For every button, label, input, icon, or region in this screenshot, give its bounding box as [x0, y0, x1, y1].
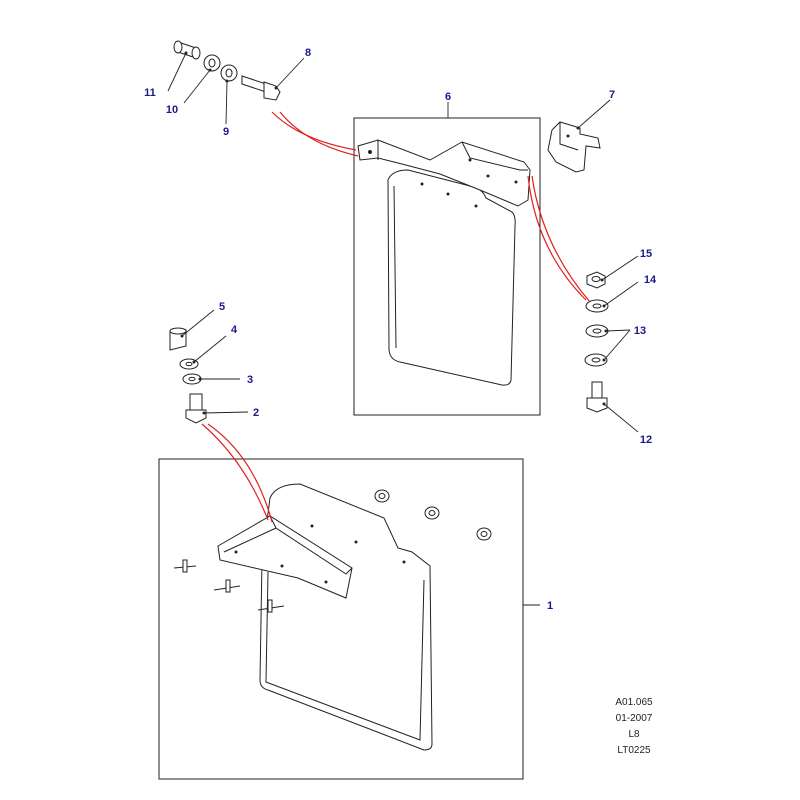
callout-10: 10 — [166, 104, 178, 116]
spacer-5 — [169, 327, 187, 351]
callout-3: 3 — [247, 374, 253, 386]
spacer-11 — [173, 40, 201, 60]
callout-14: 14 — [644, 274, 657, 286]
callout-1: 1 — [547, 600, 553, 612]
bolt-12 — [586, 381, 608, 413]
nut-a — [374, 489, 390, 503]
washer-13-lower — [584, 353, 608, 367]
red-leader-right-b — [531, 175, 591, 303]
reference-code: A01.065 — [615, 697, 653, 708]
callout-11: 11 — [144, 87, 156, 99]
red-leader-lower-a — [201, 423, 269, 521]
lower-mudflap — [259, 483, 433, 751]
washer-14 — [585, 299, 609, 313]
upper-bracket — [357, 139, 531, 207]
reference-illustration-id: LT0225 — [617, 745, 651, 756]
callout-7: 7 — [609, 89, 615, 101]
callout-15: 15 — [640, 248, 652, 260]
nut-c — [476, 527, 492, 541]
stud-1 — [173, 559, 197, 573]
callout-6: 6 — [445, 91, 451, 103]
lower-assembly-box — [158, 458, 524, 780]
reference-date: 01-2007 — [616, 713, 653, 724]
callout-12: 12 — [640, 434, 652, 446]
washer-3 — [182, 373, 202, 385]
callout-8: 8 — [305, 47, 311, 59]
stud-2 — [213, 579, 241, 593]
callout-2: 2 — [253, 407, 259, 419]
callout-13: 13 — [634, 325, 646, 337]
callout-leaders — [167, 51, 639, 606]
washer-9 — [220, 64, 238, 82]
red-leader-lower-b — [207, 423, 273, 523]
red-leader-upper-b — [279, 111, 359, 157]
nut-b — [424, 506, 440, 520]
nut-15 — [586, 271, 606, 289]
red-leader-right-a — [527, 175, 587, 301]
callout-4: 4 — [231, 324, 238, 336]
bolt-2 — [185, 393, 207, 424]
bolt-8 — [241, 75, 281, 101]
mounting-bracket-7 — [547, 121, 601, 173]
upper-mudflap — [387, 169, 516, 386]
upper-assembly-box — [353, 117, 541, 416]
callout-5: 5 — [219, 301, 225, 313]
stud-3 — [257, 599, 285, 613]
washer-10 — [203, 54, 221, 72]
callout-9: 9 — [223, 126, 229, 138]
reference-model: L8 — [628, 729, 640, 740]
